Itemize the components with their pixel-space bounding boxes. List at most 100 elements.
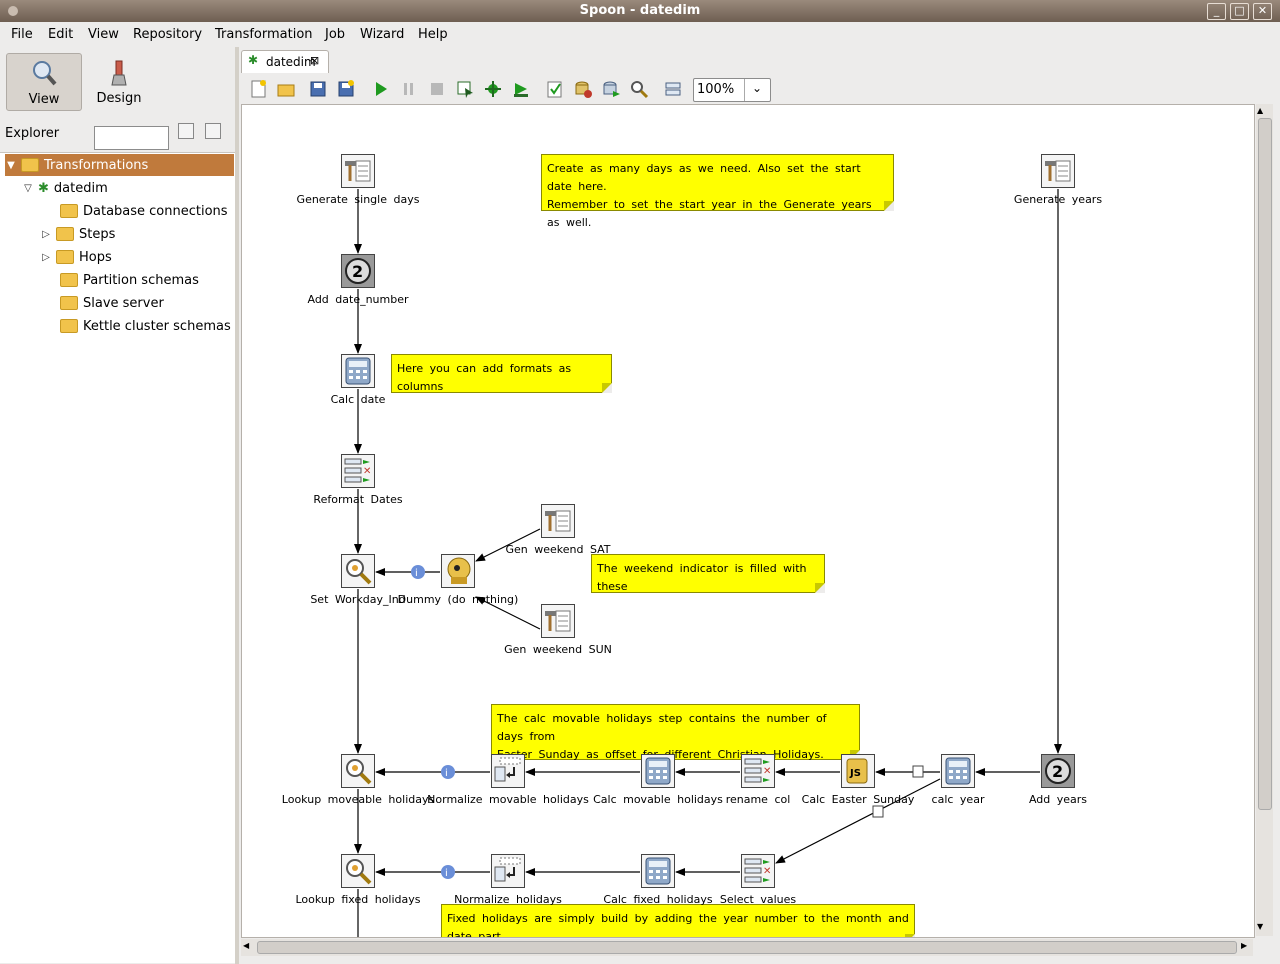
window-title: Spoon - datedim	[579, 3, 701, 18]
copy-rows-icon[interactable]	[912, 765, 924, 778]
save-as-icon[interactable]	[336, 79, 356, 99]
folder-icon	[56, 227, 74, 241]
hop[interactable]	[775, 778, 941, 864]
collapse-all-icon[interactable]	[205, 123, 221, 139]
copy-rows-icon[interactable]	[872, 805, 884, 818]
canvas-note[interactable]: The calc movable holidays step contains …	[491, 704, 860, 761]
layout-icon[interactable]	[663, 79, 683, 99]
chevron-down-icon[interactable]: ▼	[7, 159, 15, 171]
canvas-note[interactable]: Here you can add formats as columns	[391, 354, 612, 393]
step-generate-rows-icon[interactable]	[1041, 154, 1075, 188]
canvas-note[interactable]: The weekend indicator is filled with the…	[591, 554, 825, 593]
menu-wizard[interactable]: Wizard	[360, 27, 405, 42]
step-generate-rows-icon[interactable]	[541, 504, 575, 538]
step-normaliser-icon[interactable]	[491, 754, 525, 788]
pause-icon[interactable]	[399, 79, 419, 99]
info-icon[interactable]	[411, 565, 425, 579]
explorer-search-input[interactable]	[94, 126, 169, 150]
step-select-values-icon[interactable]: ✕	[741, 854, 775, 888]
tree-item-slave-server[interactable]: Slave server	[60, 292, 164, 314]
impact-icon[interactable]	[573, 79, 593, 99]
tab-datedim[interactable]: ✱ datedim ⊠	[241, 50, 329, 73]
save-icon[interactable]	[308, 79, 328, 99]
maximize-icon[interactable]: □	[1230, 3, 1249, 20]
scroll-down-icon[interactable]: ▼	[1257, 922, 1264, 931]
step-sequence-icon[interactable]: 2	[1041, 754, 1075, 788]
scroll-up-icon[interactable]: ▲	[1257, 106, 1264, 115]
explore-db-icon[interactable]	[629, 79, 649, 99]
step-calculator-icon[interactable]	[341, 354, 375, 388]
horizontal-scrollbar[interactable]: ◀ ▶	[241, 939, 1253, 956]
hop[interactable]	[475, 596, 541, 630]
step-javascript-icon[interactable]: JS	[841, 754, 875, 788]
run-icon[interactable]	[371, 79, 391, 99]
step-calculator-icon[interactable]	[641, 754, 675, 788]
tree-item-partition-schemas[interactable]: Partition schemas	[60, 269, 199, 291]
menu-repository[interactable]: Repository	[133, 27, 203, 42]
svg-text:i: i	[445, 868, 448, 879]
transformation-canvas[interactable]: i i i Create as many days as we need. Al…	[241, 104, 1255, 938]
replay-icon[interactable]	[511, 79, 531, 99]
step-calculator-icon[interactable]	[941, 754, 975, 788]
menu-help[interactable]: Help	[418, 27, 448, 42]
scroll-left-icon[interactable]: ◀	[243, 941, 250, 950]
canvas-note[interactable]: Fixed holidays are simply build by addin…	[441, 904, 915, 937]
zoom-select[interactable]: 100% ⌄	[693, 78, 771, 102]
step-normaliser-icon[interactable]	[491, 854, 525, 888]
debug-icon[interactable]	[483, 79, 503, 99]
step-stream-lookup-icon[interactable]	[341, 554, 375, 588]
step-stream-lookup-icon[interactable]	[341, 754, 375, 788]
open-folder-icon[interactable]	[276, 79, 296, 99]
window-menu-icon[interactable]	[8, 6, 18, 16]
folder-icon	[21, 158, 39, 172]
tree-item-kettle-cluster-schemas[interactable]: Kettle cluster schemas	[60, 315, 231, 337]
close-icon[interactable]: ✕	[1253, 3, 1272, 20]
step-calculator-icon[interactable]	[641, 854, 675, 888]
tree-item-datedim[interactable]: ▽ ✱ datedim	[22, 177, 108, 199]
step-select-values-icon[interactable]: ✕	[341, 454, 375, 488]
step-sequence-icon[interactable]: 2	[341, 254, 375, 288]
vertical-scrollbar[interactable]: ▲ ▼	[1256, 104, 1273, 936]
canvas-note[interactable]: Create as many days as we need. Also set…	[541, 154, 894, 229]
design-perspective-button[interactable]: Design	[82, 53, 156, 109]
step-generate-rows-icon[interactable]	[341, 154, 375, 188]
menu-transformation[interactable]: Transformation	[215, 27, 313, 42]
pane-splitter[interactable]	[235, 47, 239, 964]
folder-icon	[60, 296, 78, 310]
menu-file[interactable]: File	[11, 27, 33, 42]
tree-item-steps[interactable]: ▷ Steps	[40, 223, 115, 245]
tree-item-label: Hops	[79, 249, 112, 265]
step-dummy-icon[interactable]	[441, 554, 475, 588]
scroll-right-icon[interactable]: ▶	[1241, 941, 1248, 950]
menu-job[interactable]: Job	[325, 27, 346, 42]
minimize-icon[interactable]: _	[1207, 3, 1226, 20]
menu-view[interactable]: View	[88, 27, 119, 42]
step-label: Calc date	[330, 393, 386, 406]
info-icon[interactable]	[441, 865, 455, 879]
tree-item-transformations[interactable]: ▼ Transformations	[5, 154, 234, 176]
menu-edit[interactable]: Edit	[48, 27, 74, 42]
tree-item-label: datedim	[53, 180, 108, 196]
tree-item-database-connections[interactable]: Database connections	[60, 200, 228, 222]
info-icon[interactable]	[441, 765, 455, 779]
stop-icon[interactable]	[427, 79, 447, 99]
verify-icon[interactable]	[545, 79, 565, 99]
step-stream-lookup-icon[interactable]	[341, 854, 375, 888]
chevron-down-icon[interactable]: ▽	[24, 182, 32, 194]
new-file-icon[interactable]	[249, 79, 269, 99]
step-generate-rows-icon[interactable]	[541, 604, 575, 638]
chevron-right-icon[interactable]: ▷	[42, 228, 50, 240]
horizontal-scroll-thumb[interactable]	[257, 941, 1237, 954]
tree-item-hops[interactable]: ▷ Hops	[40, 246, 112, 268]
close-tab-icon[interactable]: ⊠	[310, 54, 320, 67]
sql-icon[interactable]	[601, 79, 621, 99]
expand-all-icon[interactable]	[178, 123, 194, 139]
hop[interactable]	[475, 528, 541, 562]
note-text: Easter Sunday as offset for different Ch…	[497, 748, 824, 761]
view-perspective-button[interactable]: View	[6, 53, 82, 111]
chevron-right-icon[interactable]: ▷	[42, 251, 50, 263]
vertical-scroll-thumb[interactable]	[1258, 118, 1272, 810]
step-label: Lookup fixed holidays	[295, 893, 421, 906]
preview-icon[interactable]	[455, 79, 475, 99]
step-select-values-icon[interactable]: ✕	[741, 754, 775, 788]
